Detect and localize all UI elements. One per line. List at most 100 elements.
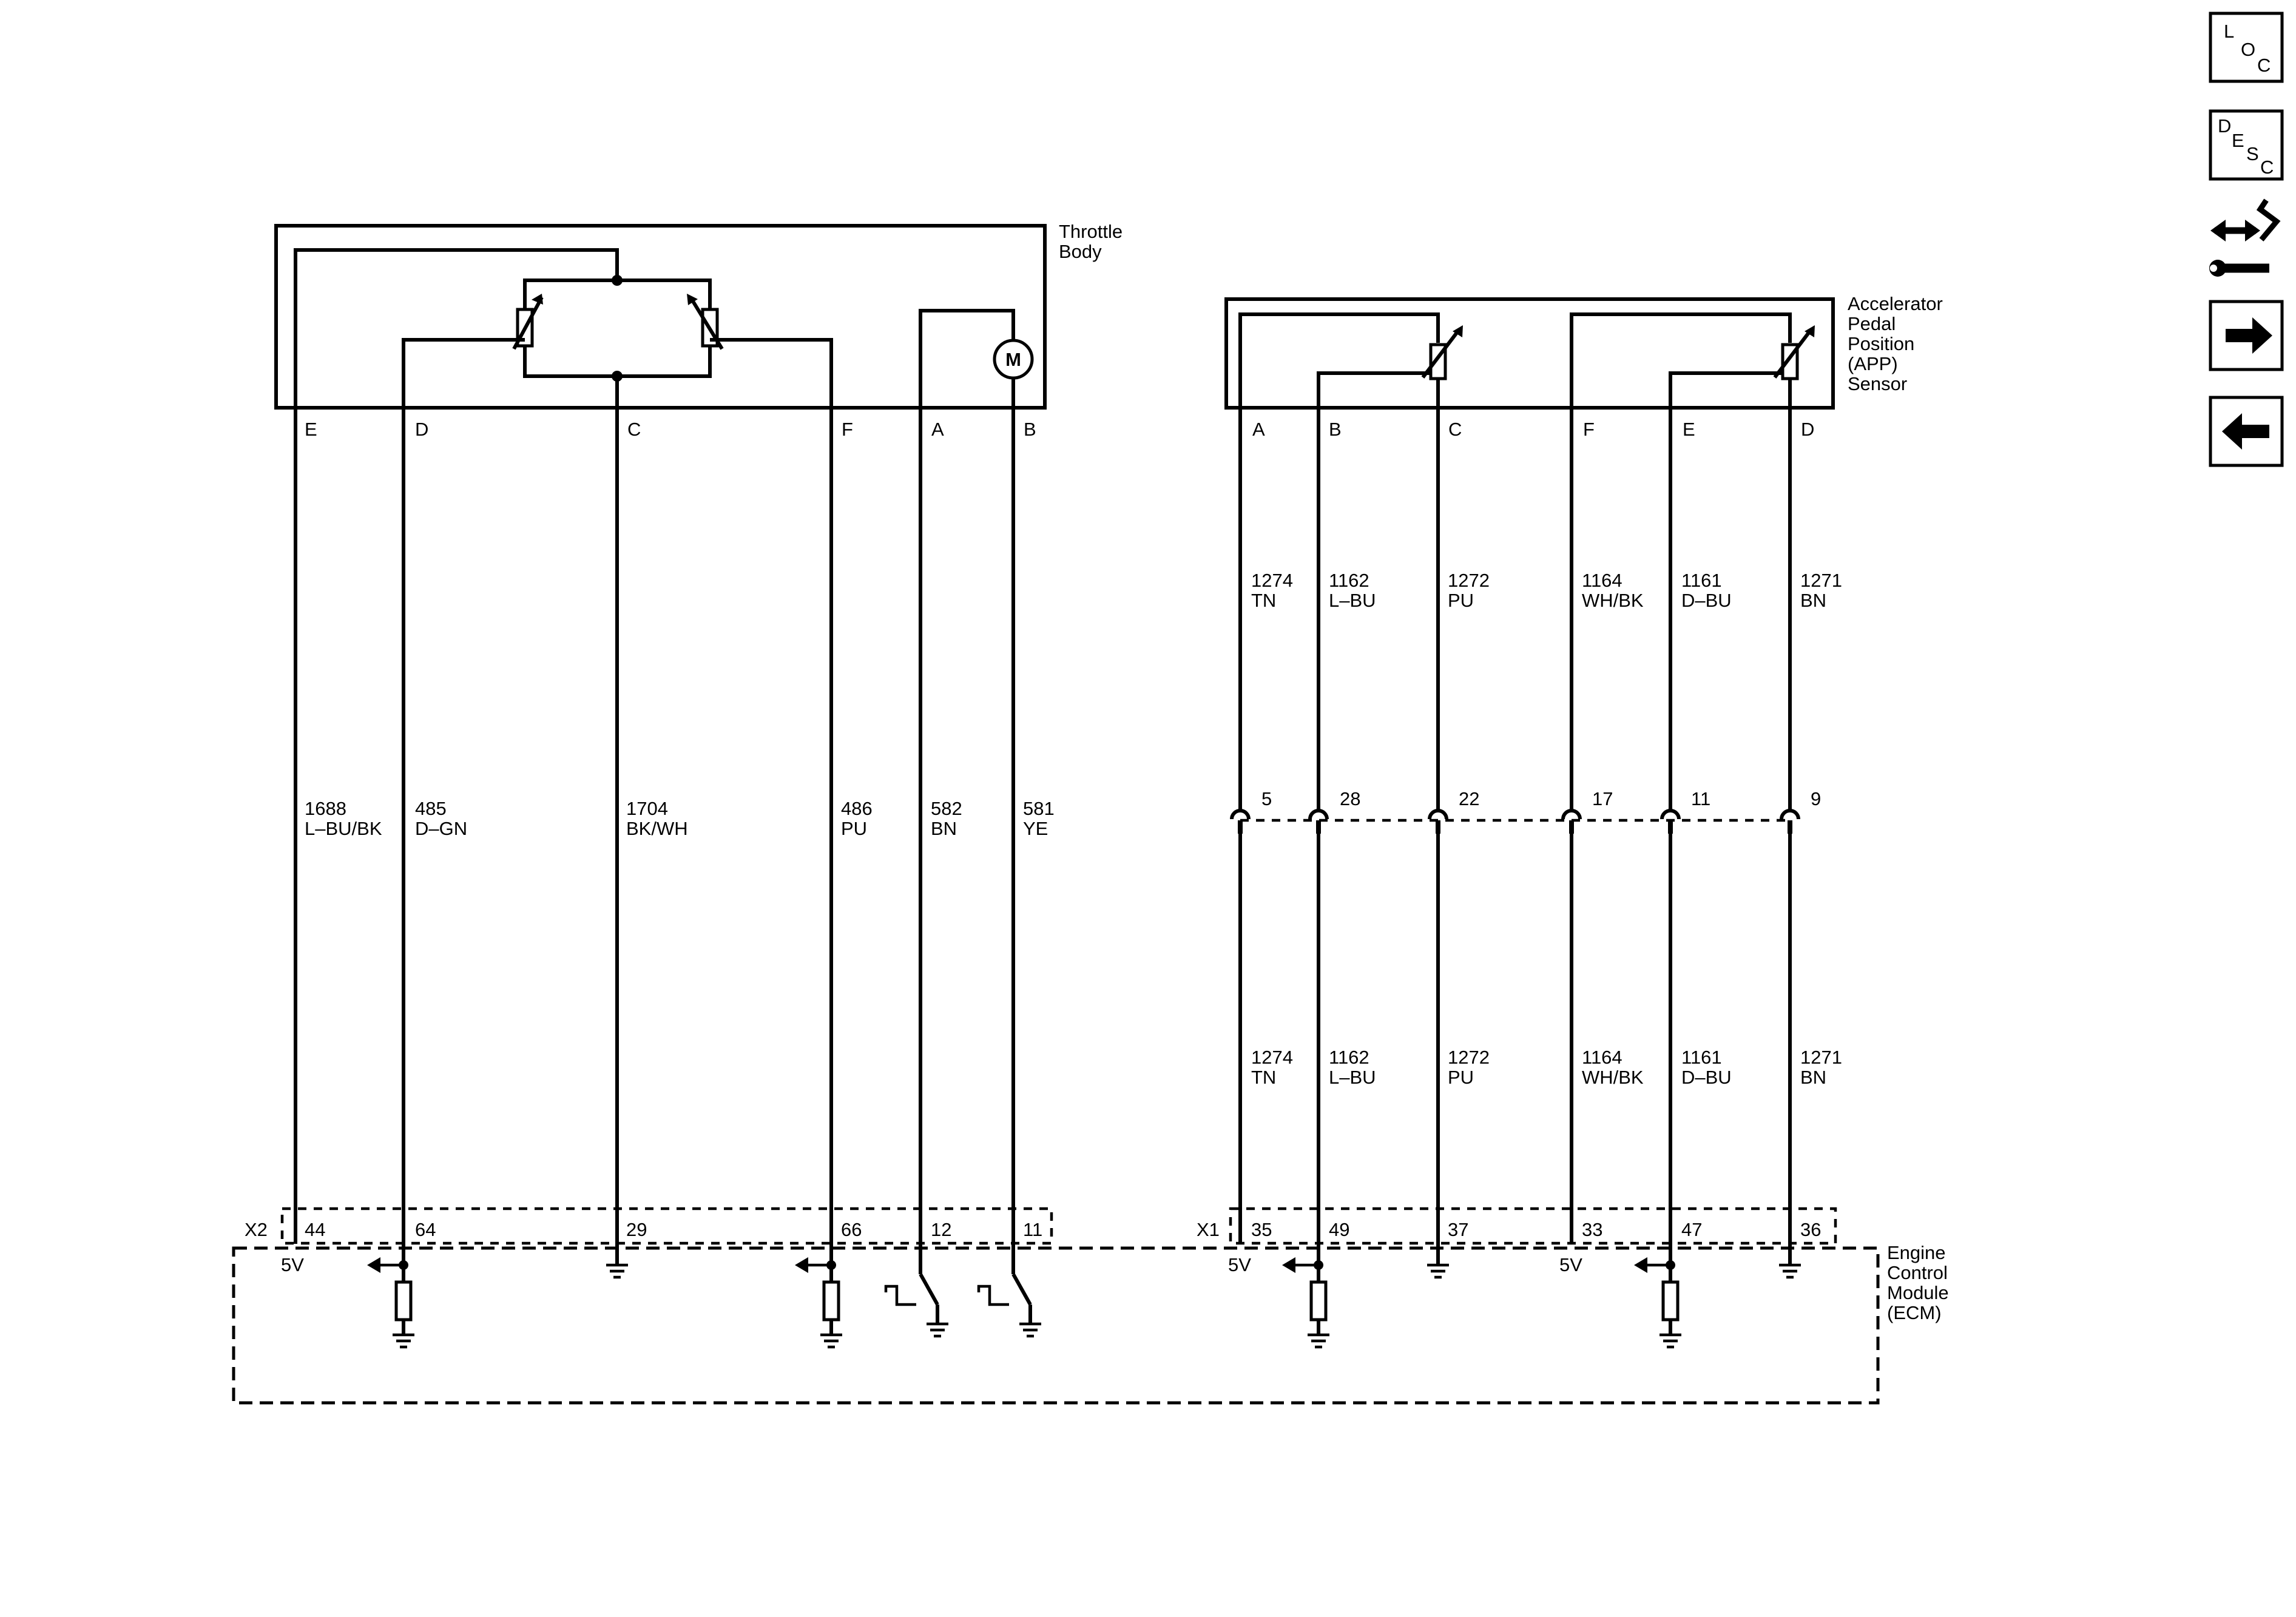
circuit-number: 1271 xyxy=(1800,1047,1842,1068)
ecm-pin-number: 29 xyxy=(626,1219,647,1240)
pin-label: E xyxy=(305,419,317,440)
wire-color: BK/WH xyxy=(626,818,688,839)
wire-color: TN xyxy=(1251,1067,1276,1088)
ecm-label-3: Module xyxy=(1887,1282,1949,1303)
app-sensor-label-5: Sensor xyxy=(1848,373,1907,394)
circuit-number: 1688 xyxy=(305,798,346,819)
motor-label: M xyxy=(1005,349,1021,370)
app-wires: 1274 TN 1162 L–BU 1272 PU 1164 WH/BK 116… xyxy=(1238,408,1842,1265)
circuit-number: 485 xyxy=(415,798,447,819)
wire-color: BN xyxy=(1800,1067,1826,1088)
signal-input-pullup xyxy=(1282,1257,1329,1349)
ecm-label-2: Control xyxy=(1887,1262,1948,1283)
app-sensor-label-2: Pedal xyxy=(1848,313,1896,334)
wire-color: PU xyxy=(1448,590,1474,611)
previous-page-button[interactable] xyxy=(2209,396,2284,467)
pin-label: D xyxy=(1801,419,1814,440)
pin-label: B xyxy=(1024,419,1036,440)
signal-input-pullup xyxy=(795,1257,842,1349)
throttle-internal-d xyxy=(402,338,525,408)
svg-text:C: C xyxy=(2260,157,2274,178)
wire-color: WH/BK xyxy=(1582,1067,1644,1088)
throttle-wires: 1688 L–BU/BK 485 D–GN 1704 BK/WH 486 PU … xyxy=(294,408,1055,1274)
circuit-number: 486 xyxy=(841,798,873,819)
ground-icon xyxy=(1427,1263,1449,1279)
signal-input-pullup xyxy=(367,1257,414,1349)
ecm-pin-number: 64 xyxy=(415,1219,436,1240)
ecm-pin-number: 66 xyxy=(841,1219,862,1240)
inline-pin-number: 28 xyxy=(1340,788,1360,809)
circuit-number: 1164 xyxy=(1582,570,1622,591)
circuit-number: 1274 xyxy=(1251,1047,1293,1068)
5v-reference-label: 5V xyxy=(1228,1254,1251,1275)
wire-color: L–BU xyxy=(1329,1067,1376,1088)
wire-color: D–BU xyxy=(1681,590,1732,611)
ecm-pin-number: 11 xyxy=(1023,1219,1042,1240)
description-button[interactable]: D E S C xyxy=(2209,109,2284,181)
svg-text:E: E xyxy=(2232,130,2244,151)
connector-x2-outline xyxy=(280,1207,1053,1245)
circuit-number: 1274 xyxy=(1251,570,1293,591)
app-sensor-label-4: (APP) xyxy=(1848,353,1898,374)
svg-text:L: L xyxy=(2224,21,2234,42)
inline-pin-number: 17 xyxy=(1592,788,1613,809)
wire-color: BN xyxy=(931,818,957,839)
circuit-number: 1162 xyxy=(1329,1047,1369,1068)
5v-reference-label: 5V xyxy=(281,1254,304,1275)
circuit-number: 1161 xyxy=(1681,570,1722,591)
ecm-pin-number: 36 xyxy=(1800,1219,1821,1240)
pin-label: B xyxy=(1329,419,1342,440)
throttle-internal-e xyxy=(294,248,619,408)
connector-terminal xyxy=(1230,809,1800,834)
app-sensor: Accelerator Pedal Position (APP) Sensor xyxy=(1224,293,1943,410)
connector-repair-icon[interactable] xyxy=(2209,198,2281,277)
throttle-body: Throttle Body M xyxy=(274,221,1123,410)
throttle-body-outline xyxy=(274,224,1047,410)
svg-text:S: S xyxy=(2246,143,2259,164)
inline-pin-number: 5 xyxy=(1261,788,1272,809)
throttle-internal-f xyxy=(710,338,833,408)
ecm-pin-number: 12 xyxy=(931,1219,951,1240)
throttle-pin-labels: E D C F A B xyxy=(305,419,1036,440)
wire-color: YE xyxy=(1023,818,1048,839)
pin-label: C xyxy=(627,419,641,440)
connector-x1-label: X1 xyxy=(1197,1219,1220,1240)
app-sensor-outline xyxy=(1224,297,1835,410)
wire-color: BN xyxy=(1800,590,1826,611)
circuit-number: 1272 xyxy=(1448,1047,1490,1068)
connector-x1-outline xyxy=(1229,1207,1837,1245)
ecm-label-1: Engine xyxy=(1887,1242,1946,1263)
ecm-pin-number: 35 xyxy=(1251,1219,1272,1240)
svg-text:O: O xyxy=(2241,39,2255,60)
motor-driver-switch xyxy=(884,1273,948,1338)
app-sensor-label-3: Position xyxy=(1848,333,1914,354)
pin-label: F xyxy=(842,419,853,440)
next-page-button[interactable] xyxy=(2209,300,2284,371)
svg-text:C: C xyxy=(2257,55,2271,76)
ecm-pin-number: 44 xyxy=(305,1219,325,1240)
pin-label: E xyxy=(1683,419,1695,440)
circuit-number: 1164 xyxy=(1582,1047,1622,1068)
inline-pin-number: 11 xyxy=(1691,788,1710,809)
circuit-number: 582 xyxy=(931,798,962,819)
5v-reference-label: 5V xyxy=(1559,1254,1582,1275)
wire-color: PU xyxy=(841,818,867,839)
wire-color: D–GN xyxy=(415,818,467,839)
circuit-number: 581 xyxy=(1023,798,1055,819)
wire-color: TN xyxy=(1251,590,1276,611)
ecm-pin-number: 37 xyxy=(1448,1219,1468,1240)
circuit-number: 1162 xyxy=(1329,570,1369,591)
inline-pin-number: 9 xyxy=(1811,788,1821,809)
throttle-body-label-1: Throttle xyxy=(1059,221,1123,242)
svg-text:D: D xyxy=(2218,115,2231,137)
app-sensor-label-1: Accelerator xyxy=(1848,293,1943,314)
pin-label: A xyxy=(931,419,944,440)
throttle-sensor-bridge xyxy=(523,279,712,378)
connector-x2-label: X2 xyxy=(245,1219,268,1240)
wire-color: D–BU xyxy=(1681,1067,1732,1088)
ecm-pin-number: 47 xyxy=(1681,1219,1702,1240)
location-button[interactable]: L O C xyxy=(2209,12,2284,83)
inline-connector: 5 28 22 17 11 9 xyxy=(1230,788,1821,834)
app-pin-labels: A B C F E D xyxy=(1252,419,1814,440)
ecm-pin-number: 49 xyxy=(1329,1219,1349,1240)
